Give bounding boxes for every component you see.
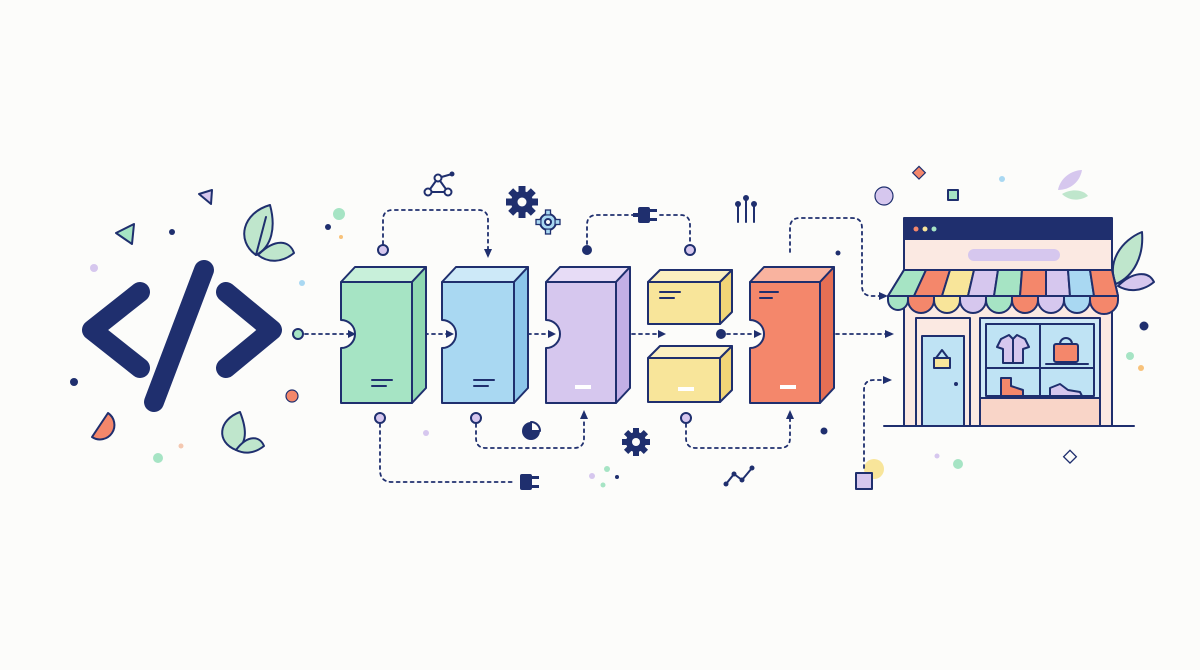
dot-shape [339,235,343,239]
connector-node [470,412,482,424]
shop-door [921,335,965,427]
square-shape [947,189,959,201]
door-knob [954,382,958,386]
triangle-shape [198,189,213,205]
connector-node [292,328,304,340]
connector-node [582,245,592,255]
dot-shape [1139,321,1149,331]
dot-shape [820,427,828,435]
dot-shape [285,389,299,403]
dot-shape [835,250,841,256]
dot-shape [333,208,345,220]
branch-connectors [374,209,892,490]
dot-shape [299,280,305,286]
lavender-block [545,266,631,404]
connector-node [680,412,692,424]
dot-shape [325,224,331,230]
pie-chart-icon [522,421,541,440]
shirt-icon [996,334,1030,364]
dot-shape [90,264,98,272]
dot-shape [999,176,1005,182]
dot-shape [953,459,963,469]
leaf-icon [1058,170,1088,200]
address-bar [968,249,1060,261]
mint-block [340,266,427,404]
code-brackets-icon [82,260,282,412]
square-node [855,472,873,490]
window-dot [931,226,937,232]
leaf-decorations [221,170,1155,454]
pin-icon [735,195,757,223]
network-nodes-icon [423,171,455,197]
diamond-shape [1062,449,1078,464]
awning [887,269,1119,315]
handbag-icon [1053,337,1079,363]
browser-title-bar [904,218,1112,240]
diamond-shape [911,165,927,180]
dot-shape [1138,365,1144,371]
dot-shape [604,466,610,472]
yellow-block-stack [647,269,733,403]
line-chart-icon [723,465,755,487]
plug-icon [633,207,657,223]
gear-icon [535,209,561,235]
dot-shape [874,186,894,206]
leaf-icon [221,411,265,454]
connector-node [374,412,386,424]
dot-shape [600,482,606,488]
leaf-icon [1111,231,1155,292]
dot-shape [70,378,78,386]
leaf-icon [243,204,295,262]
storefront-icon [883,217,1135,427]
window-dot [922,226,928,232]
triangle-shape [115,223,135,245]
hanging-sign-icon [933,357,951,369]
gear-icon [622,428,650,456]
dot-shape [169,229,175,235]
gear-icon [506,186,538,218]
dot-shape [1126,352,1134,360]
plug-icon [520,474,539,490]
dot-shape [615,475,619,479]
coral-block [749,266,835,404]
connector-node [716,329,726,339]
half-circle-shape [91,412,116,441]
blue-block [441,266,529,404]
connector-node [684,244,696,256]
dot-shape [934,453,940,459]
confetti-decorations [70,165,1149,488]
window-dot [913,226,919,232]
sneaker-icon [1049,383,1083,397]
dot-shape [153,453,163,463]
dot-shape [589,473,595,479]
connector-node [377,244,389,256]
dot-shape [178,443,184,449]
boot-icon [1000,377,1024,397]
dot-shape [423,430,429,436]
